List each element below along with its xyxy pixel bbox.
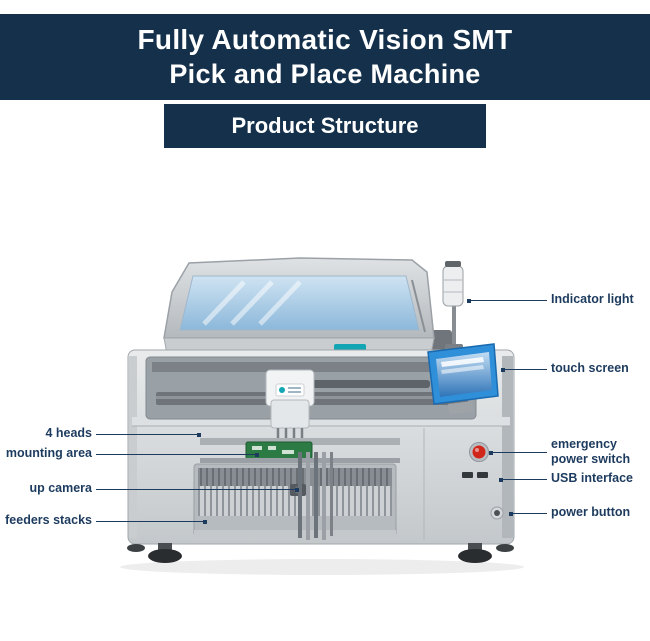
label-usb-interface: USB interface xyxy=(551,471,633,485)
line-feeders-stacks xyxy=(96,519,207,524)
label-power-button: power button xyxy=(551,505,631,519)
line-endpoint-dot xyxy=(501,367,505,372)
line-endpoint-dot xyxy=(255,452,259,457)
feeders-area xyxy=(193,463,397,538)
line-endpoint-dot xyxy=(467,298,471,303)
label-mounting-area: mounting area xyxy=(5,446,92,460)
power-button xyxy=(490,506,504,520)
usb-interface xyxy=(462,472,488,478)
line-endpoint-dot xyxy=(509,511,513,516)
line-endpoint-dot xyxy=(499,477,503,482)
line-usb-interface xyxy=(499,477,547,482)
line-touch-screen xyxy=(501,367,547,372)
subtitle-text: Product Structure xyxy=(231,113,419,138)
subtitle-box: Product Structure xyxy=(164,104,486,148)
header-banner: Fully Automatic Vision SMT Pick and Plac… xyxy=(0,14,650,100)
label-emergency-power-switch: emergency power switch xyxy=(551,437,631,466)
line-endpoint-dot xyxy=(295,487,299,492)
line-4-heads xyxy=(96,432,201,437)
title-line2: Pick and Place Machine xyxy=(169,59,481,89)
title-line1: Fully Automatic Vision SMT xyxy=(137,24,513,55)
line-endpoint-dot xyxy=(203,519,207,524)
line-indicator-light xyxy=(467,298,547,303)
head-assembly xyxy=(265,369,315,449)
line-endpoint-dot xyxy=(197,432,201,437)
touch-screen xyxy=(427,343,499,414)
label-indicator-light: Indicator light xyxy=(551,292,634,306)
emergency-power-switch xyxy=(469,442,489,462)
line-mounting-area xyxy=(96,452,259,457)
label-touch-screen: touch screen xyxy=(551,361,629,375)
floor-shadow xyxy=(120,559,524,575)
label-feeders-stacks: feeders stacks xyxy=(5,513,92,527)
line-emergency-power-switch xyxy=(489,450,547,455)
line-endpoint-dot xyxy=(489,450,493,455)
label-up-camera: up camera xyxy=(29,481,92,495)
line-power-button xyxy=(509,511,547,516)
label-4-heads: 4 heads xyxy=(45,426,92,440)
feeder-tapes xyxy=(298,452,333,540)
brand-mark xyxy=(279,387,285,393)
machine-lid xyxy=(163,257,435,355)
cable-chain xyxy=(312,380,430,388)
line-up-camera xyxy=(96,487,299,492)
machine-feet xyxy=(127,543,514,563)
